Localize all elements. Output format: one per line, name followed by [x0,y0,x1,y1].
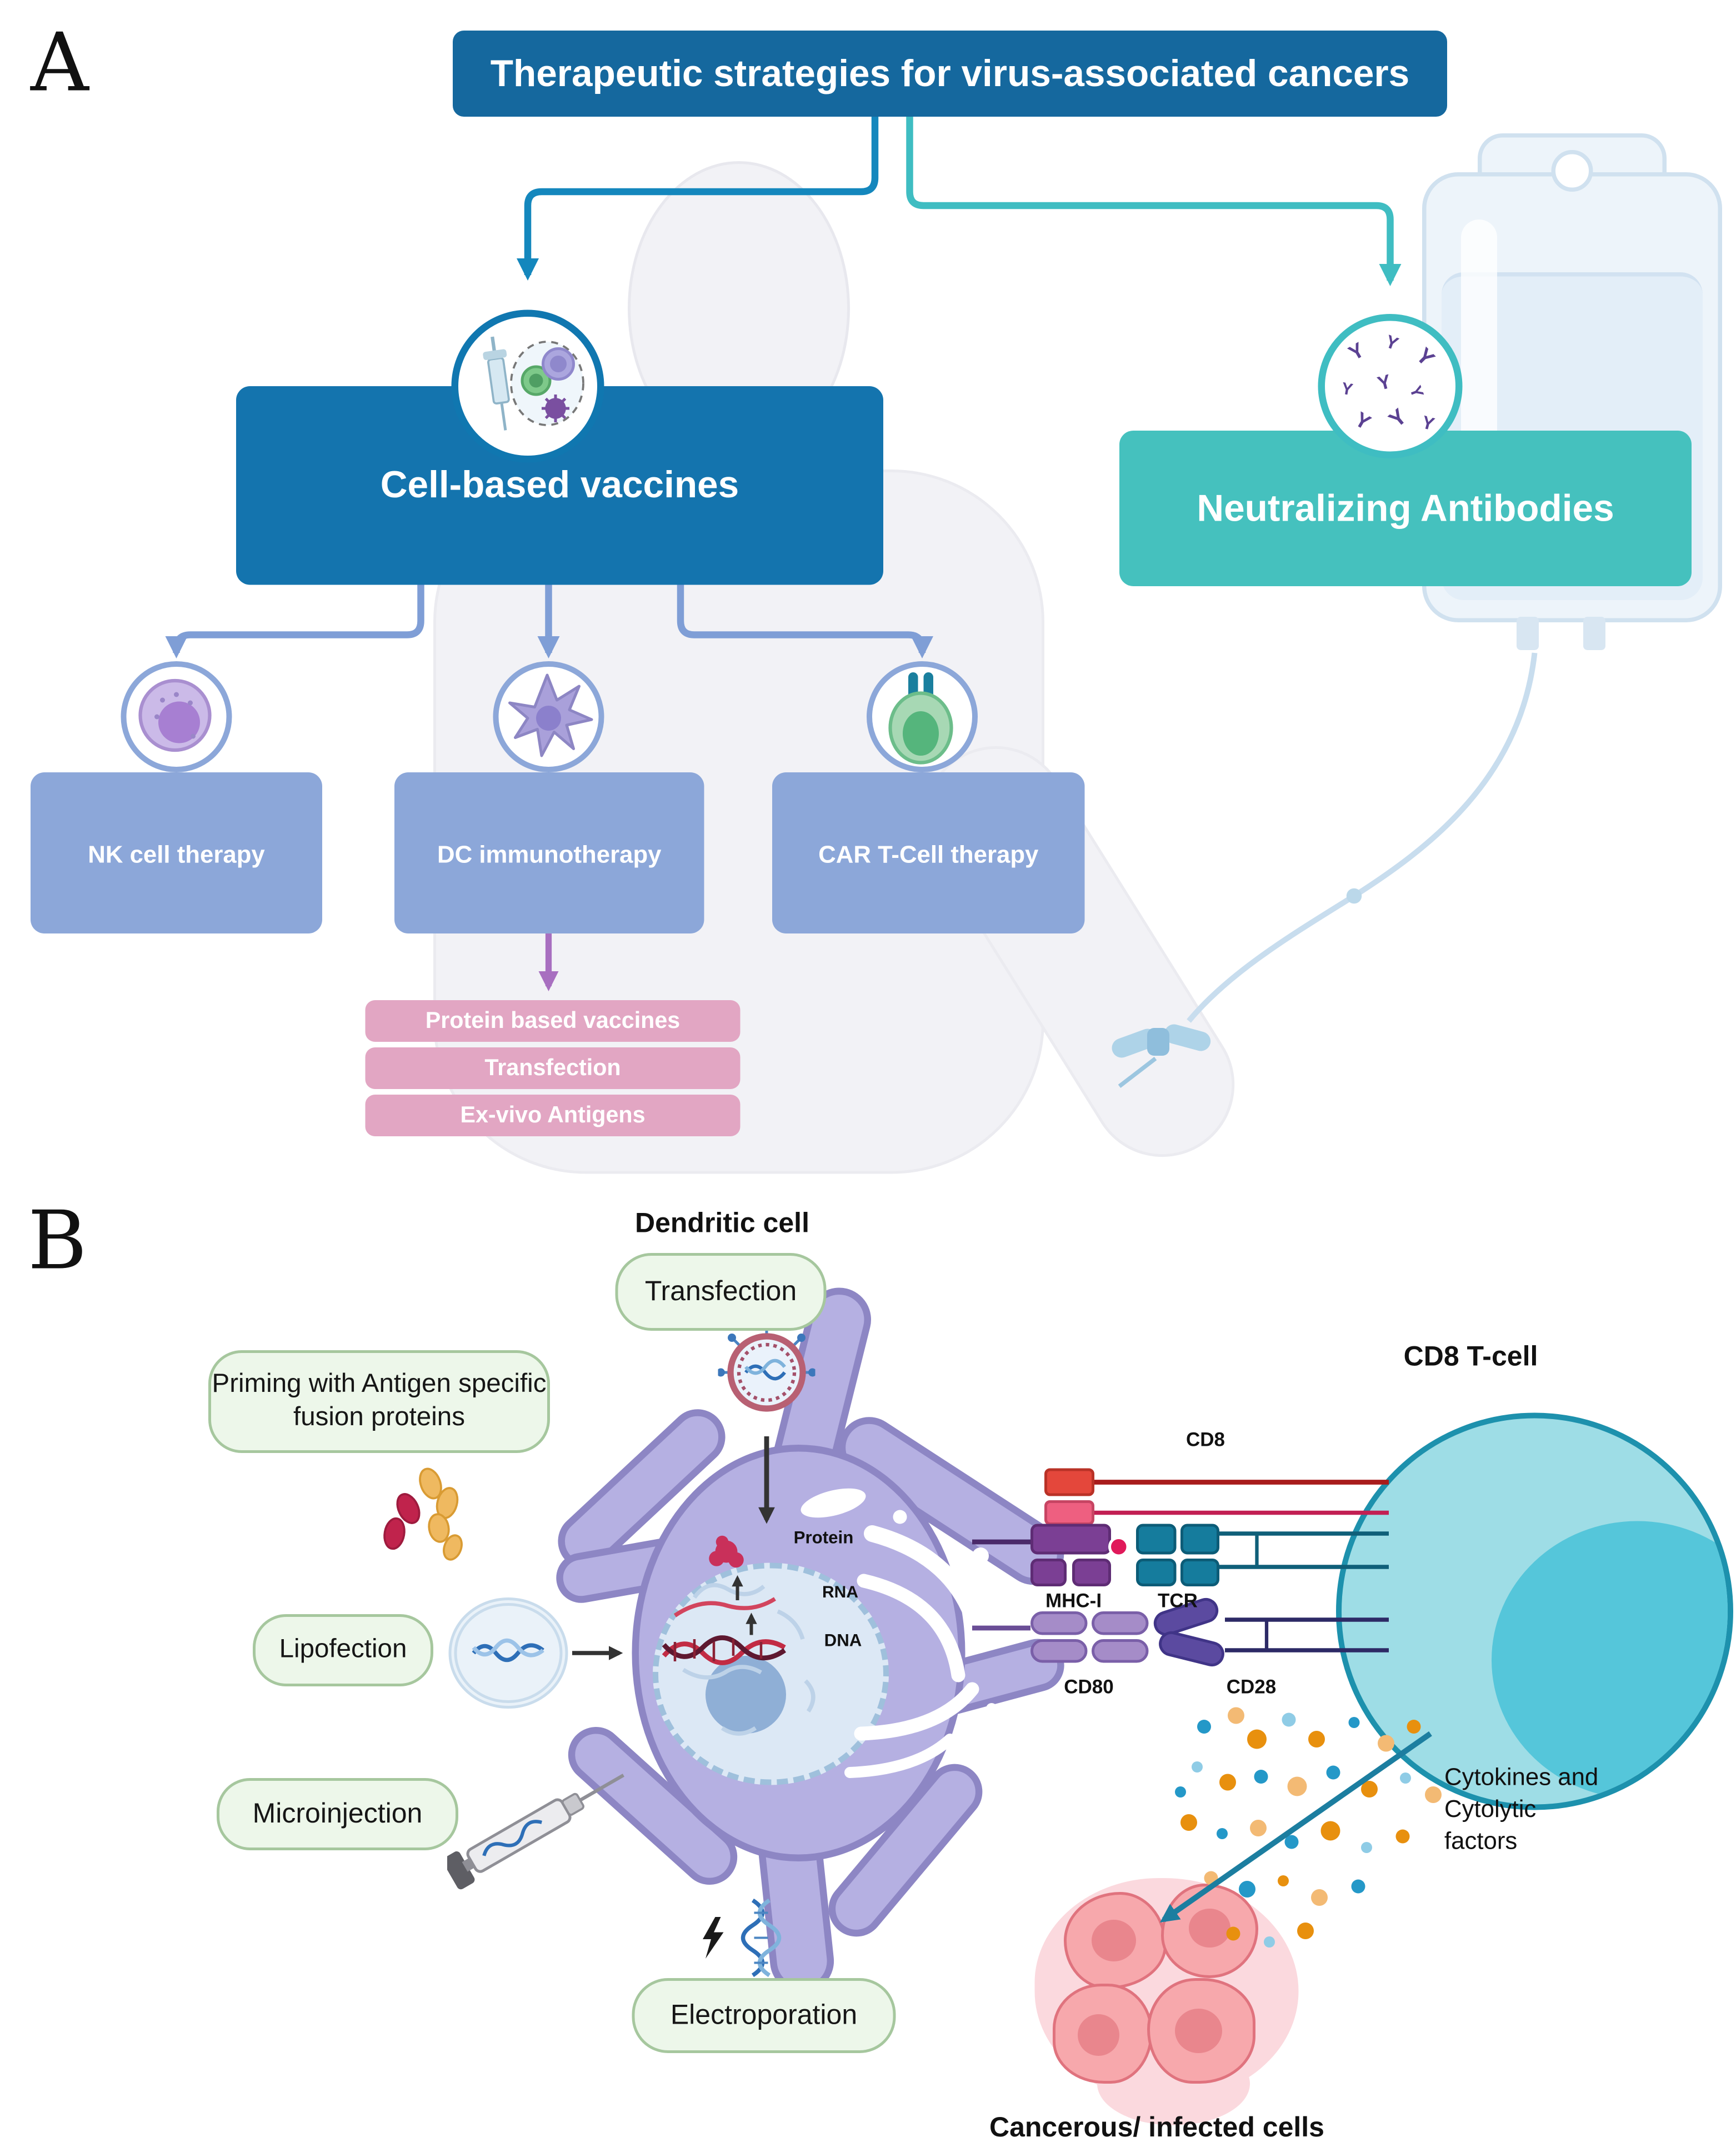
tcr-receptor [1136,1524,1177,1555]
panel-b-letter: B [28,1193,87,1288]
chromatin [682,1583,816,1736]
car-t-cell-icon [867,661,978,772]
panel-a-letter: A [31,15,89,110]
cd8-label: CD8 [1185,1428,1225,1450]
electroporation-dna-icon [741,1898,782,1978]
cd8-tcell-label: CD8 T-cell [1403,1342,1538,1372]
dendritic-cell-small-icon [493,661,604,772]
nk-cell-icon [121,661,232,772]
cd8-receptor [1044,1468,1094,1496]
mhc1-receptor [1030,1559,1067,1586]
dna-molecule [662,1635,787,1665]
tcr-receptor [1180,1524,1219,1555]
virus-particle-icon [718,1324,816,1421]
iv-bag-hole [1551,150,1593,192]
protein-label: Protein [793,1528,854,1547]
cd8-receptor [1044,1500,1094,1525]
syringe-cells-icon [483,336,584,431]
protein-molecule [709,1535,744,1568]
t-cell-nucleus [1492,1521,1728,1799]
microinjection-method-box: Microinjection [217,1778,458,1850]
cd80-receptor [1092,1639,1149,1663]
nk-cell-therapy-box: NK cell therapy [31,772,322,933]
tcr-label: TCR [1158,1589,1198,1611]
mhc1-receptor [1030,1524,1111,1555]
receptor-lines [972,1480,1389,1652]
cd80-receptor [1092,1611,1149,1635]
mhc1-label: MHC-I [1045,1589,1102,1611]
dna-label: DNA [824,1631,862,1650]
tcr-receptor [1136,1559,1177,1586]
antigen-peptide [1108,1536,1129,1557]
iv-wing-hub [1147,1028,1169,1056]
iv-bag-port [1583,617,1605,650]
iv-bag-port [1517,617,1539,650]
dendritic-cell-label: Dendritic cell [634,1209,809,1239]
cytolytic-arrow [1160,1731,1432,1923]
car-t-cell-therapy-box: CAR T-Cell therapy [772,772,1085,933]
cancer-cell-nucleus [1078,2014,1119,2056]
lightning-icon [703,1917,724,1959]
golgi-apparatus [844,1525,989,1778]
electroporation-method-box: Electroporation [632,1978,896,2053]
golgi-vesicles [801,1488,1004,1756]
microinjection-syringe-icon [447,1774,624,1890]
cytokines-label: Cytokines and Cytolytic factors [1444,1762,1599,1855]
dc-method-exvivo-antigens: Ex-vivo Antigens [365,1095,741,1136]
priming-method-box: Priming with Antigen specific fusion pro… [208,1350,550,1453]
fusion-proteins-icon [383,1467,463,1561]
cancer-cell-nucleus [1175,2009,1222,2053]
cd80-receptor [1030,1639,1088,1663]
cancer-cell-nucleus [1092,1920,1136,1961]
cancer-cells-label: Cancerous/ infected cells [989,2113,1324,2144]
mhc1-receptor [1072,1559,1111,1586]
tcr-receptor [1180,1559,1219,1586]
dc-method-protein-vaccines: Protein based vaccines [365,1000,741,1042]
dc-immunotherapy-box: DC immunotherapy [394,772,704,933]
rna-label: RNA [822,1582,858,1602]
figure-title: Therapeutic strategies for virus-associa… [453,31,1447,117]
cd80-receptor [1030,1611,1088,1635]
dc-method-transfection: Transfection [365,1047,741,1089]
cytokine-dots [1175,1707,1442,1948]
cancer-cell-nucleus [1189,1909,1230,1948]
transfection-method-box: Transfection [615,1253,827,1331]
rna-molecule [673,1597,776,1617]
lipofection-method-box: Lipofection [253,1614,433,1686]
cd8-t-cell [1336,1412,1733,1810]
cd80-label: CD80 [1064,1675,1114,1697]
cd28-label: CD28 [1226,1675,1277,1697]
